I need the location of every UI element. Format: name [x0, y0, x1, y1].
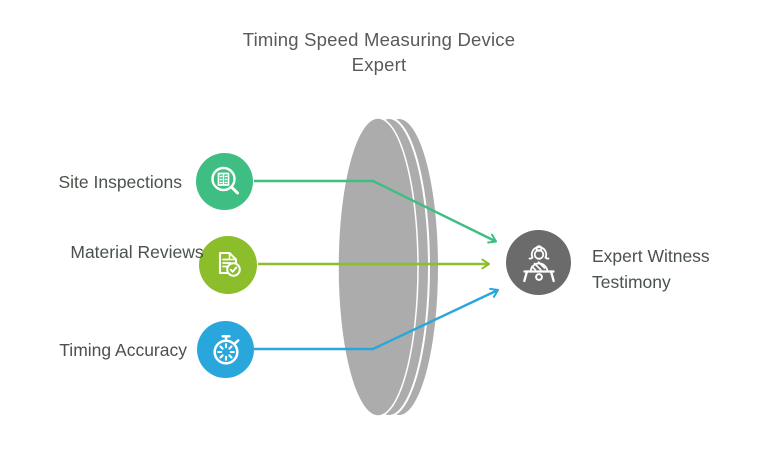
label-material-reviews: Material Reviews: [70, 242, 204, 262]
document-check-glyph: [218, 251, 241, 277]
witness-at-desk-glyph: [522, 244, 555, 282]
lens-layer-front: [337, 117, 419, 417]
stopwatch-glyph: [212, 334, 239, 365]
label-timing-accuracy: Timing Accuracy: [59, 340, 187, 360]
flow-line-timing-accuracy: [254, 287, 499, 351]
flow-line-site-inspections: [254, 179, 497, 244]
expert-witness-desk-icon: [506, 230, 571, 295]
label-expert-witness-testimony: Expert Witness Testimony: [592, 246, 710, 292]
material-review-document-check-icon: [199, 236, 257, 294]
page-title: Timing Speed Measuring Device Expert: [242, 29, 516, 75]
label-site-inspections: Site Inspections: [58, 172, 182, 192]
magnifier-building-glyph: [210, 166, 239, 194]
timing-stopwatch-icon: [197, 321, 254, 378]
lens-shape: [337, 117, 440, 417]
site-inspection-magnifier-icon: [196, 153, 253, 210]
